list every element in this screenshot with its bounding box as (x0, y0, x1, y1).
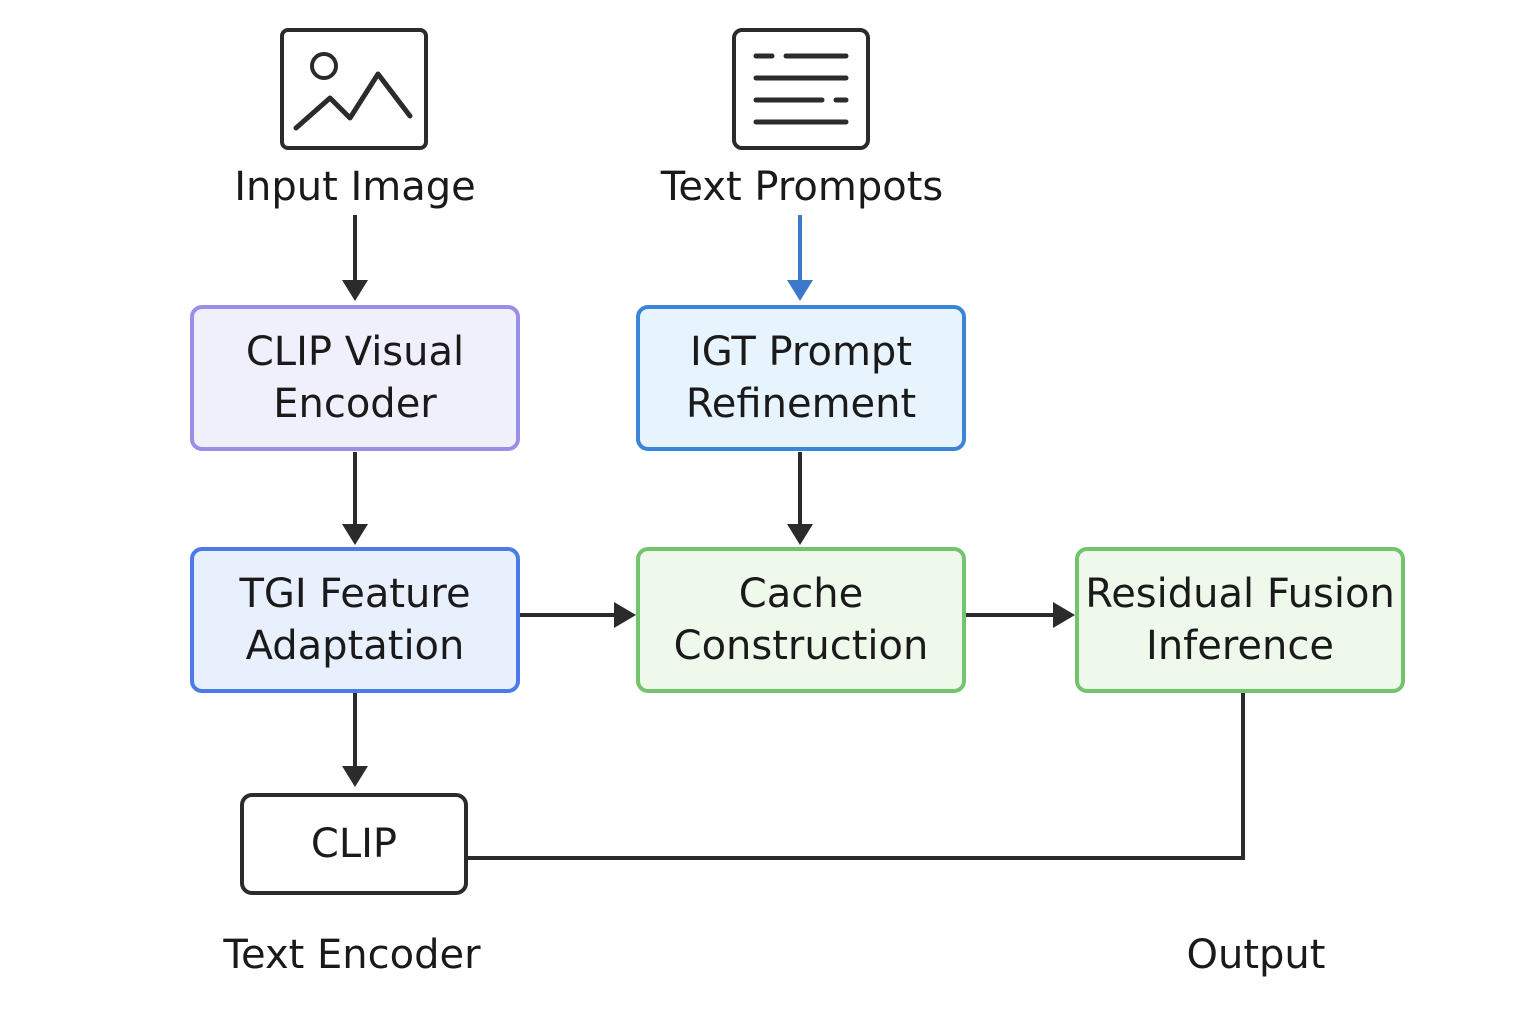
node-line: Inference (1146, 623, 1334, 669)
arrow-image-to-visual (342, 215, 368, 301)
igt-prompt-refinement-node: IGT Prompt Refinement (636, 305, 966, 451)
node-line: Cache (738, 571, 864, 617)
arrow-igt-to-cache (787, 452, 813, 545)
text-prompts-label: Text Prompots (660, 164, 944, 210)
arrow-text-to-igt (787, 215, 813, 301)
document-icon (732, 28, 870, 150)
node-line: Adaptation (245, 623, 465, 669)
node-line: Encoder (273, 381, 437, 427)
node-line: CLIP (310, 821, 398, 867)
arrow-cache-to-residual (966, 602, 1075, 628)
clip-visual-encoder-node: CLIP Visual Encoder (190, 305, 520, 451)
input-image-label: Input Image (234, 164, 476, 210)
image-icon (280, 28, 428, 150)
cache-construction-node: Cache Construction (636, 547, 966, 693)
node-line: Construction (673, 623, 929, 669)
arrow-visual-to-tgi (342, 452, 368, 545)
node-line: CLIP Visual (245, 329, 465, 375)
node-line: TGI Feature (239, 571, 471, 617)
text-encoder-label: Text Encoder (223, 932, 481, 978)
tgi-feature-adaptation-node: TGI Feature Adaptation (190, 547, 520, 693)
node-line: Refinement (685, 381, 917, 427)
clip-node: CLIP (240, 793, 468, 895)
arrow-tgi-to-clip (342, 693, 368, 787)
node-line: IGT Prompt (689, 329, 912, 375)
node-line: Residual Fusion (1085, 571, 1395, 617)
arrow-tgi-to-cache (520, 602, 636, 628)
connector-clip-to-residual (468, 693, 1245, 860)
residual-fusion-inference-node: Residual Fusion Inference (1075, 547, 1405, 693)
output-label: Output (1186, 932, 1326, 978)
